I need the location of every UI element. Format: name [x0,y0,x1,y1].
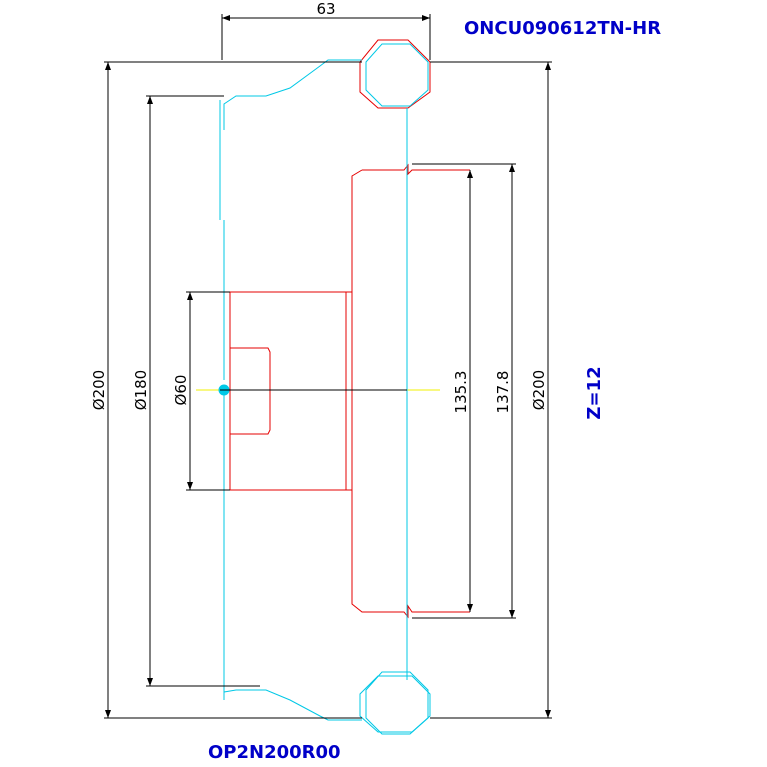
dim-dia-180: Ø180 [132,370,150,410]
dimension-arrows [105,15,551,718]
top-insert-outline [359,39,431,109]
cutter-outline [218,43,431,735]
top-insert [365,43,429,107]
teeth-count-label: Z=12 [584,366,605,419]
cutter-code-label: OP2N200R00 [208,742,341,763]
dim-dia-60: Ø60 [172,375,190,406]
dimension-lines [104,14,552,719]
dim-137-8: 137.8 [494,371,512,414]
dim-dia-200-left: Ø200 [90,370,108,410]
bottom-insert [365,671,429,735]
dim-63: 63 [316,0,335,18]
part-outline [229,39,470,619]
dim-dia-200-right: Ø200 [530,370,548,410]
dim-135-3: 135.3 [452,371,470,414]
insert-code-label: ONCU090612TN-HR [464,18,661,39]
